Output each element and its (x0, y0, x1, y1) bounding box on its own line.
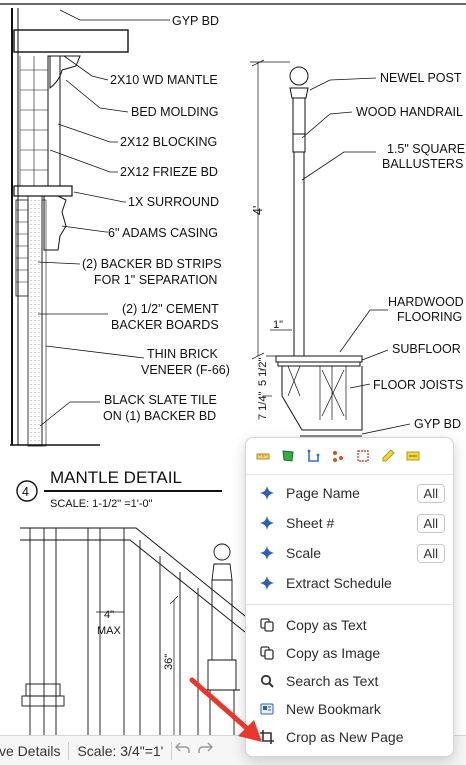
status-divider (171, 741, 173, 760)
redo-icon[interactable] (194, 741, 216, 760)
label-newel-post: NEWEL POST (380, 71, 462, 85)
copy-icon (258, 616, 276, 634)
actions-section: Copy as Text Copy as Image Search as Tex… (246, 608, 453, 754)
menu-divider (246, 604, 453, 605)
label-2x10-mantle: 2X10 WD MANTLE (110, 73, 218, 87)
area-polygon-icon[interactable] (279, 447, 297, 465)
menu-item-label: Scale (286, 545, 322, 561)
highlighter-icon[interactable] (379, 447, 397, 465)
search-icon (258, 672, 276, 690)
text-box-icon[interactable] (404, 447, 422, 465)
ai-section: Page Name All Sheet # All Scale All Extr… (246, 475, 453, 601)
dim-4-foot: 4' (251, 206, 265, 215)
label-bed-molding: BED MOLDING (131, 105, 219, 119)
crop-icon (258, 728, 276, 746)
menu-item-label: Copy as Text (286, 617, 367, 633)
menu-item-label: New Bookmark (286, 701, 381, 717)
label-square-ballusters-1: 1.5" SQUARE (387, 142, 465, 156)
all-pages-button[interactable]: All (416, 543, 445, 563)
label-wood-handrail: WOOD HANDRAIL (356, 105, 463, 119)
all-pages-button[interactable]: All (416, 483, 445, 503)
dim-7-quarter: 7 1/4" (257, 392, 269, 420)
label-cement-backer-2: BACKER BOARDS (111, 318, 219, 332)
label-backer-strips-2: FOR 1" SEPARATION (94, 273, 217, 287)
menu-item-search-as-text[interactable]: Search as Text (246, 667, 453, 695)
label-thin-brick-2: VENEER (F-66) (141, 363, 230, 377)
dim-1-inch: 1" (273, 319, 283, 331)
dim-36-inch: 36" (163, 654, 175, 670)
menu-item-label: Copy as Image (286, 645, 381, 661)
copy-icon (258, 644, 276, 662)
angle-icon[interactable] (304, 447, 322, 465)
label-gyp-bd-left: GYP BD (172, 14, 219, 28)
sparkle-icon (258, 484, 276, 502)
label-slate-tile-1: BLACK SLATE TILE (104, 393, 217, 407)
rectangle-icon[interactable] (354, 447, 372, 465)
context-menu: Page Name All Sheet # All Scale All Extr… (245, 437, 454, 757)
details-button[interactable]: ve Details (0, 742, 61, 759)
label-thin-brick-1: THIN BRICK (147, 347, 219, 361)
menu-item-scale[interactable]: Scale All (246, 538, 453, 568)
menu-item-label: Sheet # (286, 515, 335, 531)
markup-toolbar (246, 438, 453, 475)
label-slate-tile-2: ON (1) BACKER BD (103, 409, 216, 423)
measure-length-icon[interactable] (254, 447, 272, 465)
label-1x-surround: 1X SURROUND (128, 195, 219, 209)
sparkle-icon (258, 514, 276, 532)
menu-item-sheet-number[interactable]: Sheet # All (246, 508, 453, 538)
label-2x12-blocking: 2X12 BLOCKING (120, 135, 217, 149)
sparkle-icon (258, 544, 276, 562)
menu-item-new-bookmark[interactable]: New Bookmark (246, 695, 453, 723)
menu-item-label: Page Name (286, 485, 360, 501)
dim-max: MAX (97, 625, 122, 637)
label-hardwood-1: HARDWOOD (388, 295, 464, 309)
label-hardwood-2: FLOORING (397, 310, 462, 324)
status-divider (68, 741, 70, 760)
menu-item-copy-as-text[interactable]: Copy as Text (246, 611, 453, 639)
detail-title: MANTLE DETAIL (50, 468, 182, 487)
menu-item-label: Search as Text (286, 673, 379, 689)
label-cement-backer-1: (2) 1/2" CEMENT (122, 302, 219, 316)
detail-scale: SCALE: 1-1/2" =1'-0" (50, 498, 153, 510)
label-square-ballusters-2: BALLUSTERS (382, 157, 463, 171)
bookmark-icon (258, 700, 276, 718)
menu-item-label: Extract Schedule (286, 575, 392, 591)
menu-item-page-name[interactable]: Page Name All (246, 478, 453, 508)
dim-5-half: 5 1/2" (257, 358, 269, 386)
count-icon[interactable] (329, 447, 347, 465)
dim-4-max: 4" (104, 609, 114, 621)
sparkle-icon (258, 574, 276, 592)
menu-item-extract-schedule[interactable]: Extract Schedule (246, 568, 453, 598)
all-pages-button[interactable]: All (416, 513, 445, 533)
scale-selector[interactable]: Scale: 3/4"=1' (77, 742, 164, 759)
detail-number: 4 (22, 485, 29, 499)
label-gyp-bd-right: GYP BD (414, 417, 461, 431)
menu-item-label: Crop as New Page (286, 729, 404, 745)
label-floor-joists: FLOOR JOISTS (373, 378, 463, 392)
menu-item-crop-as-new-page[interactable]: Crop as New Page (246, 723, 453, 751)
label-backer-strips-1: (2) BACKER BD STRIPS (82, 257, 222, 271)
undo-icon[interactable] (172, 741, 194, 760)
label-adams-casing: 6" ADAMS CASING (108, 226, 218, 240)
label-subfloor: SUBFLOOR (392, 342, 461, 356)
label-2x12-frieze: 2X12 FRIEZE BD (120, 165, 218, 179)
menu-item-copy-as-image[interactable]: Copy as Image (246, 639, 453, 667)
